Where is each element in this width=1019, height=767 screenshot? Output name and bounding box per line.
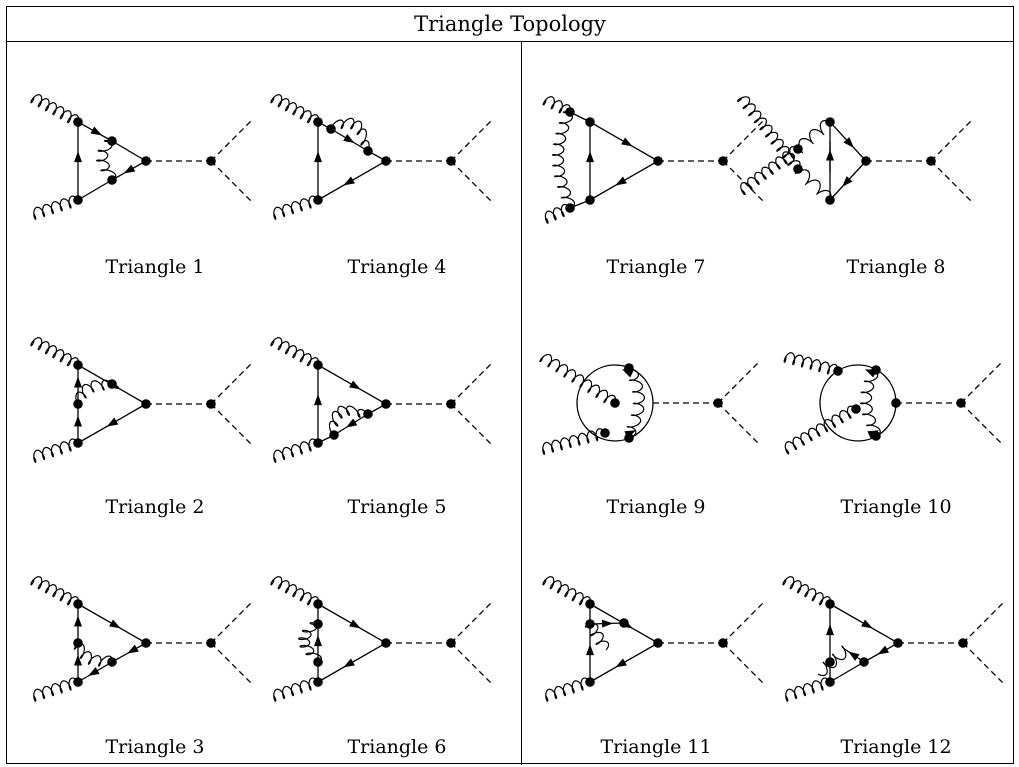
triangle-diagram-3	[30, 576, 252, 702]
diagram-table: Triangle Topology	[6, 6, 1014, 765]
triangle-diagram-9	[539, 353, 759, 456]
triangle-diagram-5	[270, 337, 492, 463]
diagram-label: Triangle 7	[606, 256, 706, 278]
diagram-label: Triangle 9	[606, 496, 706, 518]
diagram-label: Triangle 5	[347, 496, 447, 518]
column-divider	[521, 41, 522, 765]
triangle-diagram-12	[782, 576, 1004, 702]
diagram-label: Triangle 4	[347, 256, 447, 278]
diagram-label: Triangle 6	[347, 736, 447, 758]
diagram-label: Triangle 3	[105, 736, 205, 758]
triangle-diagram-6	[270, 576, 492, 702]
triangle-diagram-10	[783, 352, 1002, 455]
table-title: Triangle Topology	[7, 7, 1013, 42]
diagram-label: Triangle 8	[846, 256, 946, 278]
triangle-diagram-1	[30, 94, 252, 220]
triangle-diagram-8	[736, 96, 972, 205]
triangle-diagram-7	[542, 96, 764, 224]
diagram-label: Triangle 11	[600, 736, 712, 758]
triangle-diagram-4	[270, 94, 492, 220]
triangle-diagram-2	[30, 337, 252, 463]
diagram-label: Triangle 2	[105, 496, 205, 518]
diagram-label: Triangle 10	[840, 496, 952, 518]
triangle-diagram-11	[542, 576, 764, 702]
diagram-label: Triangle 1	[105, 256, 205, 278]
diagram-label: Triangle 12	[840, 736, 952, 758]
